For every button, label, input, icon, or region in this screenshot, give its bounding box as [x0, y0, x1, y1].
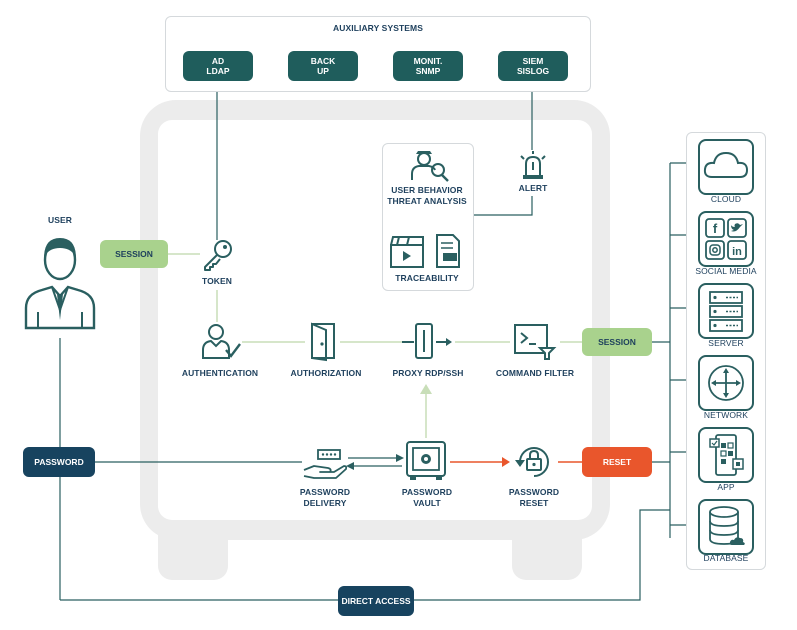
password-reset-label: PASSWORD RESET	[508, 487, 560, 508]
database-icon	[709, 506, 745, 545]
network-icon	[708, 365, 744, 401]
user-behavior-label: USER BEHAVIOR THREAT ANALYSIS	[387, 185, 467, 206]
command-filter-icon	[514, 324, 557, 360]
line-direct-right	[414, 509, 670, 601]
user-icon	[24, 238, 96, 330]
network-box[interactable]	[698, 355, 754, 411]
proxy-label: PROXY RDP/SSH	[392, 368, 464, 378]
app-icon	[709, 434, 744, 476]
vault-foot-left	[158, 520, 228, 580]
aux-monit-snmp[interactable]: MONIT. SNMP	[393, 51, 463, 81]
password-delivery-label: PASSWORD DELIVERY	[299, 487, 351, 508]
session-left-pill[interactable]: SESSION	[100, 240, 168, 268]
target-label-network: NETWORK	[703, 410, 749, 420]
cloud-box[interactable]	[698, 139, 754, 195]
target-label-cloud: CLOUD	[710, 194, 742, 204]
auxiliary-systems-title: AUXILIARY SYSTEMS	[332, 23, 424, 33]
user-behavior-icon	[411, 151, 449, 182]
traceability-label: TRACEABILITY	[395, 273, 459, 283]
aux-ad-ldap[interactable]: AD LDAP	[183, 51, 253, 81]
arrow-delivery-vault	[396, 454, 404, 462]
svg-text:f: f	[713, 221, 718, 236]
social-media-icon: f in	[705, 218, 747, 260]
target-label-social-media: SOCIAL MEDIA	[695, 266, 757, 276]
social-media-box[interactable]: f in	[698, 211, 754, 267]
authorization-label: AUTHORIZATION	[290, 368, 362, 378]
database-box[interactable]	[698, 499, 754, 555]
aux-backup[interactable]: BACK UP	[288, 51, 358, 81]
authentication-label: AUTHENTICATION	[181, 368, 259, 378]
command-filter-label: COMMAND FILTER	[495, 368, 575, 378]
target-label-server: SERVER	[708, 338, 744, 348]
reset-pill[interactable]: RESET	[582, 447, 652, 477]
vault-inner	[158, 120, 592, 520]
password-pill[interactable]: PASSWORD	[23, 447, 95, 477]
line-alert-analysis	[472, 196, 533, 216]
direct-access-pill[interactable]: DIRECT ACCESS	[338, 586, 414, 616]
app-box[interactable]	[698, 427, 754, 483]
password-reset-icon	[515, 447, 549, 477]
arrow-vault-delivery	[346, 462, 354, 470]
arrow-vault-reset	[502, 457, 510, 467]
alert-label: ALERT	[518, 183, 548, 193]
key-icon	[204, 240, 232, 271]
token-label: TOKEN	[201, 276, 233, 286]
user-label: USER	[47, 215, 73, 225]
vault-icon	[406, 441, 446, 480]
session-right-pill[interactable]: SESSION	[582, 328, 652, 356]
arrow-vault-proxy	[420, 384, 432, 394]
authentication-icon	[202, 324, 241, 359]
server-box[interactable]	[698, 283, 754, 339]
password-delivery-icon	[303, 449, 348, 479]
traceability-icon	[390, 234, 460, 268]
door-icon	[311, 322, 335, 362]
targets-panel	[686, 132, 766, 570]
svg-text:in: in	[732, 246, 742, 258]
proxy-icon	[402, 323, 452, 359]
alert-icon	[520, 151, 546, 179]
server-icon	[709, 291, 743, 332]
vault-foot-right	[512, 520, 582, 580]
aux-siem-sislog[interactable]: SIEM SISLOG	[498, 51, 568, 81]
cloud-icon	[703, 151, 749, 178]
target-label-database: DATABASE	[703, 553, 749, 563]
target-label-app: APP	[717, 482, 735, 492]
password-vault-label: PASSWORD VAULT	[401, 487, 453, 508]
